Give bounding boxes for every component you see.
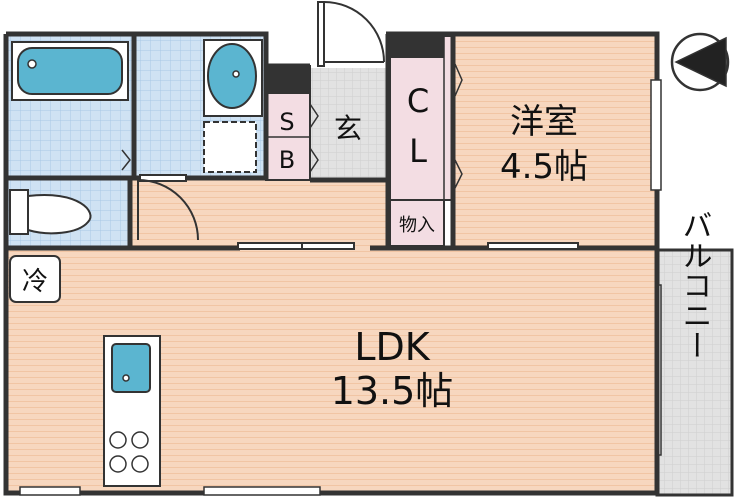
western-room-floor	[453, 34, 657, 248]
washing-machine-icon	[203, 121, 257, 173]
shoebox-label-bottom: B	[279, 146, 295, 174]
kitchen-counter	[103, 335, 161, 487]
bathtub-icon	[11, 41, 129, 101]
storage-label: 物入	[399, 215, 435, 236]
toilet-door	[137, 179, 199, 241]
shoebox-label-top: S	[279, 108, 294, 136]
closet-arrows	[121, 63, 463, 189]
ldk-size: 13.5帖	[331, 369, 454, 413]
balcony-label: バルコニー	[677, 210, 712, 360]
entrance-label: 玄	[334, 112, 362, 145]
sink-icon	[203, 39, 263, 117]
stove-icon	[109, 431, 149, 473]
fridge-label: 冷	[22, 267, 48, 297]
windows	[19, 79, 662, 496]
ldk-name: LDK	[354, 325, 430, 369]
closet-label-top: C	[407, 82, 429, 120]
toilet-icon	[9, 189, 92, 235]
entrance-floor	[310, 68, 388, 180]
western-room-size: 4.5帖	[500, 147, 588, 187]
door-icon[interactable]	[317, 1, 385, 67]
closet-label-bottom: L	[409, 132, 427, 170]
western-room-name: 洋室	[510, 102, 578, 142]
kitchen-sink-icon	[111, 343, 151, 393]
compass-icon	[670, 32, 730, 92]
walls	[3, 31, 660, 496]
hallway-floor	[130, 180, 388, 248]
fridge-box	[9, 255, 61, 303]
sliding-doors	[139, 174, 579, 250]
